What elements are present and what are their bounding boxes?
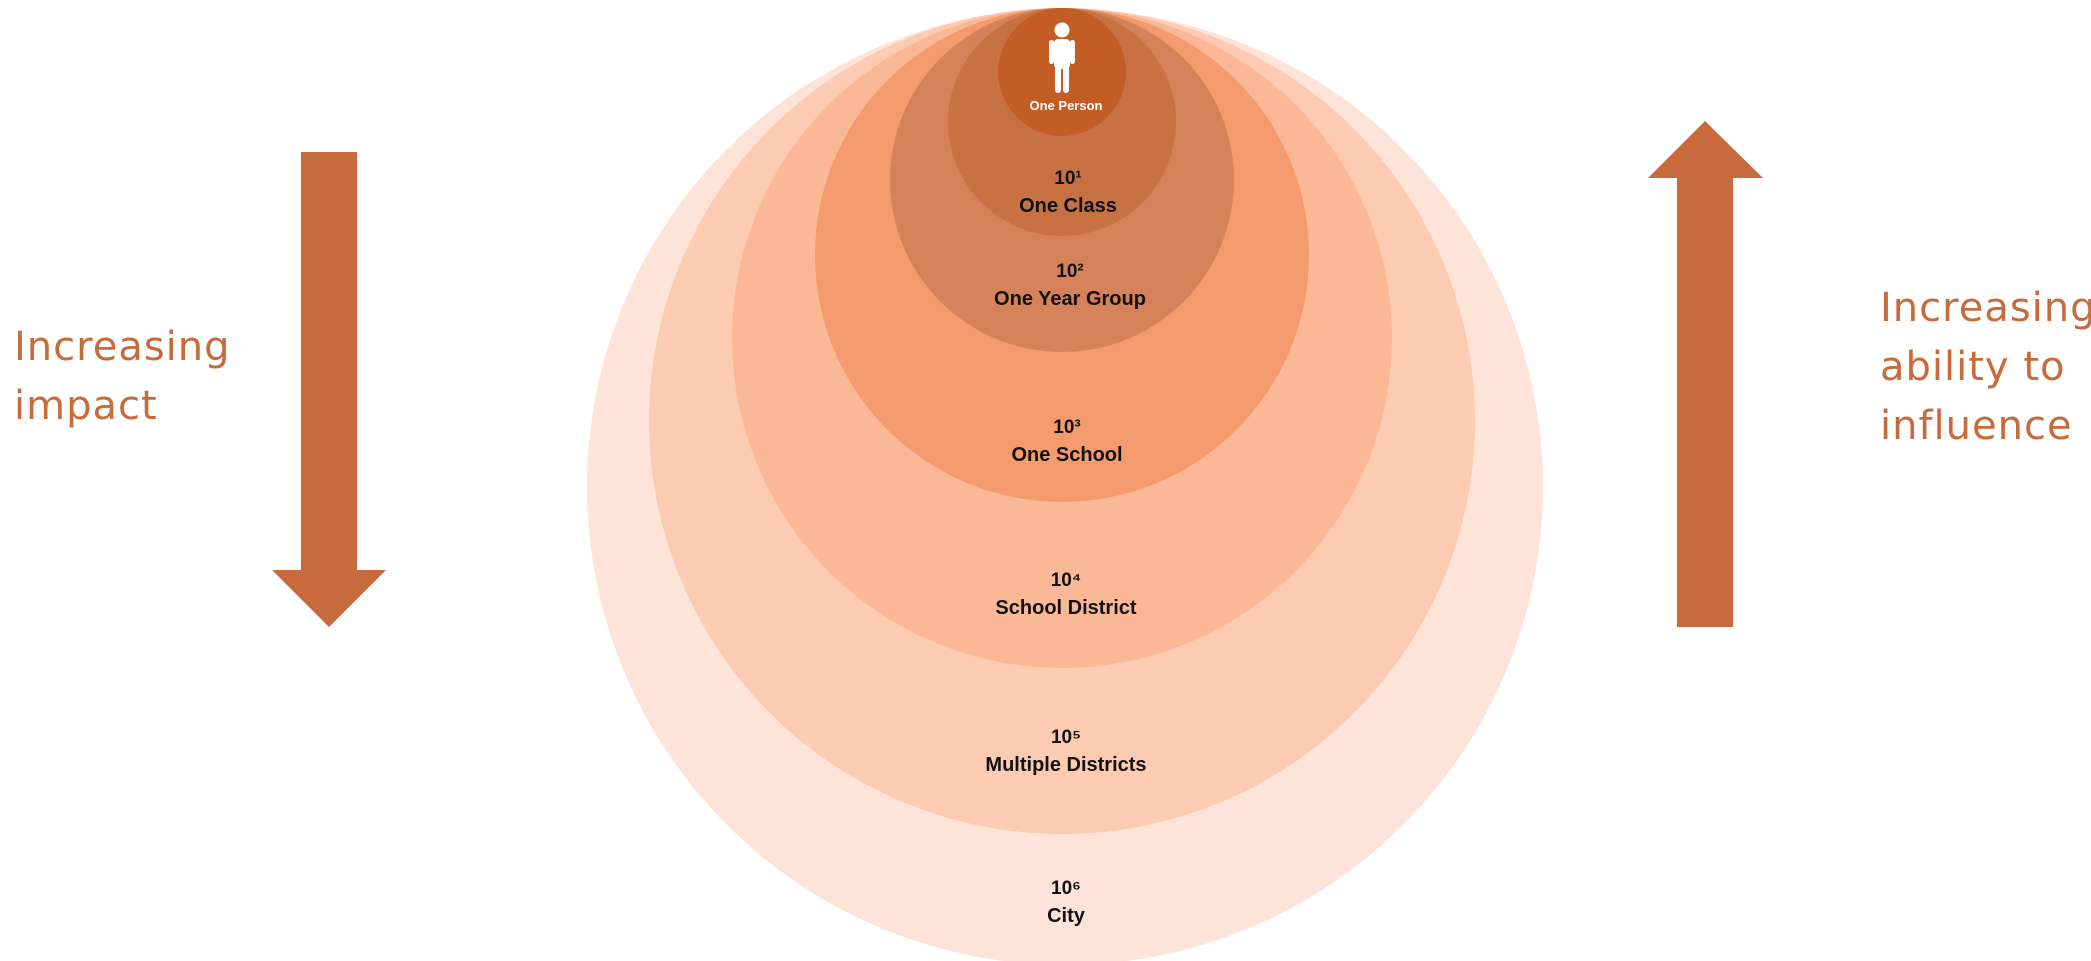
level-power-label: 10¹	[1054, 168, 1081, 189]
level-labels: 10¹ One Class 10² One Year Group 10³ One Scho…	[985, 168, 1146, 927]
up-arrow-icon	[1648, 121, 1763, 627]
level-name-label: School District	[995, 597, 1136, 619]
caption-line: influence	[1880, 403, 2073, 449]
increasing-impact-caption: Increasing impact	[14, 318, 231, 436]
down-arrow-icon	[272, 152, 386, 627]
increasing-influence-caption: Increasing ability to influence	[1880, 279, 2091, 456]
level-power-label: 10²	[1056, 261, 1083, 282]
level-name-label: Multiple Districts	[985, 754, 1146, 776]
level-power-label: 10⁴	[1051, 570, 1082, 591]
concentric-circles	[587, 8, 1543, 961]
level-power-label: 10⁶	[1051, 878, 1081, 899]
level-power-label: 10³	[1053, 417, 1080, 438]
one-person-label: One Person	[1030, 98, 1103, 113]
level-name-label: One School	[1011, 444, 1122, 466]
one-person-circle	[998, 8, 1126, 136]
level-name-label: One Year Group	[994, 288, 1146, 310]
level-name-label: City	[1047, 905, 1086, 927]
level-power-label: 10⁵	[1051, 727, 1081, 748]
person-icon	[1049, 22, 1075, 93]
caption-line: ability to	[1880, 344, 2066, 390]
caption-line: Increasing	[14, 324, 231, 370]
level-name-label: One Class	[1019, 195, 1117, 217]
caption-line: impact	[14, 383, 158, 429]
caption-line: Increasing	[1880, 285, 2091, 331]
